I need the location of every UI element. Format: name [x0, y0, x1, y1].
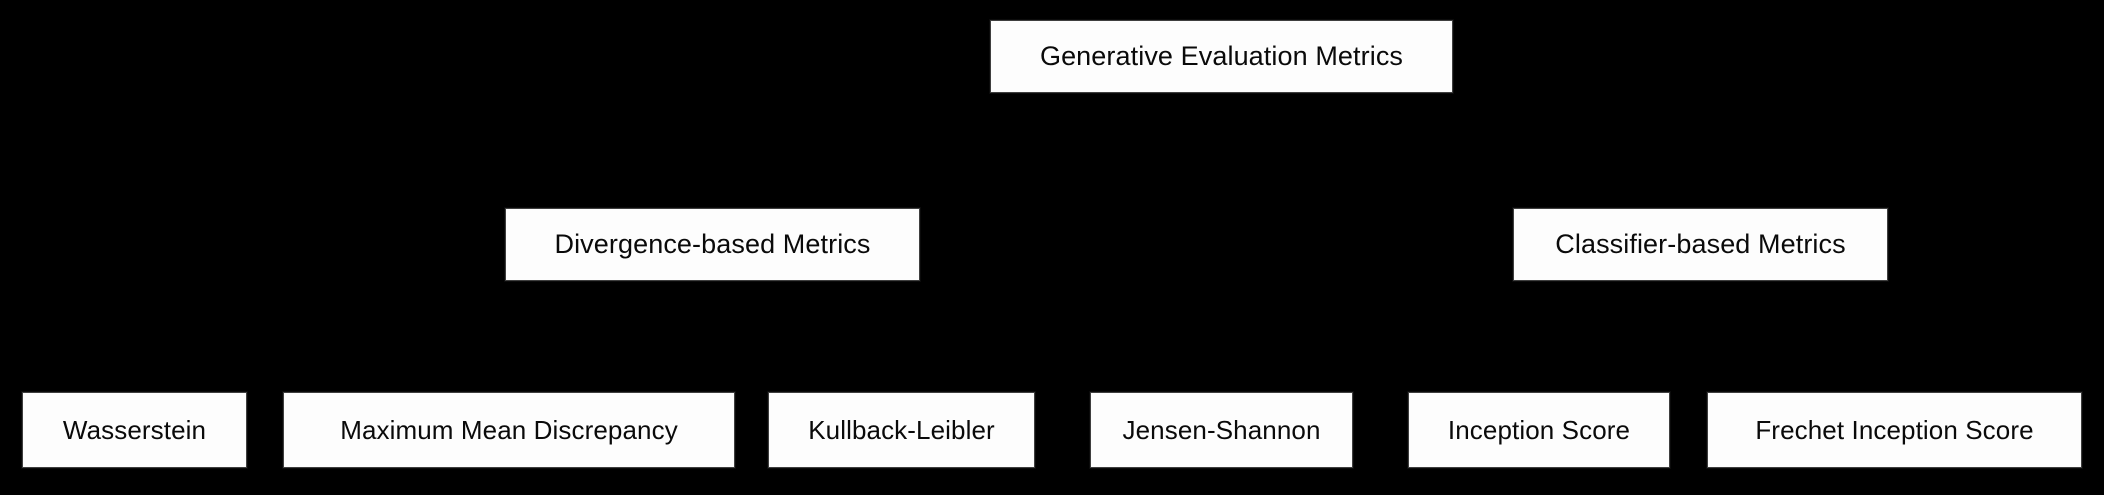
node-root-generative-evaluation-metrics[interactable]: Generative Evaluation Metrics	[990, 20, 1453, 93]
edge-divergence-based-metrics-to-jensen-shannon	[711, 281, 1223, 392]
edge-root-to-divergence-based-metrics	[711, 93, 1223, 208]
node-branch-divergence-based-metrics[interactable]: Divergence-based Metrics	[505, 208, 920, 281]
edge-root-to-classifier-based-metrics	[1220, 93, 1702, 208]
edge-classifier-based-metrics-to-frechet-inception-score	[1699, 281, 1896, 392]
node-leaf-inception-score[interactable]: Inception Score	[1408, 392, 1670, 468]
node-leaf-maximum-mean-discrepancy[interactable]: Maximum Mean Discrepancy	[283, 392, 735, 468]
node-leaf-kullback-leibler[interactable]: Kullback-Leibler	[768, 392, 1035, 468]
edge-classifier-based-metrics-to-inception-score	[1538, 281, 1702, 392]
node-branch-classifier-based-metrics[interactable]: Classifier-based Metrics	[1513, 208, 1888, 281]
edge-divergence-based-metrics-to-wasserstein	[133, 281, 714, 392]
node-leaf-frechet-inception-score[interactable]: Frechet Inception Score	[1707, 392, 2082, 468]
edge-divergence-based-metrics-to-maximum-mean-discrepancy	[508, 281, 714, 392]
edge-divergence-based-metrics-to-kullback-leibler	[711, 281, 903, 392]
node-leaf-wasserstein[interactable]: Wasserstein	[22, 392, 247, 468]
node-leaf-jensen-shannon[interactable]: Jensen-Shannon	[1090, 392, 1353, 468]
